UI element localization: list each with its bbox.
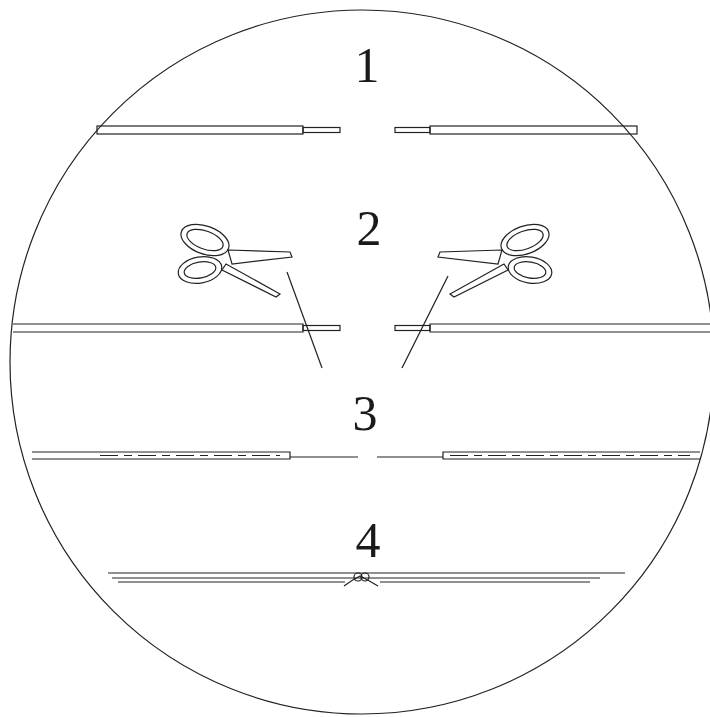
step-number: 3 (353, 388, 378, 438)
knotted-wire-4 (108, 573, 625, 586)
scissors-right (438, 218, 554, 297)
stripped-wires-2 (13, 324, 710, 332)
step-number: 2 (357, 203, 382, 253)
stripped-wires-1 (97, 126, 637, 134)
twisted-wires-3 (32, 452, 700, 459)
leader-line (287, 272, 322, 368)
step-number: 1 (355, 40, 380, 90)
leader-line (402, 276, 448, 368)
frame-circle (10, 10, 710, 714)
scissors-left (176, 218, 292, 297)
step-number: 4 (356, 515, 381, 565)
